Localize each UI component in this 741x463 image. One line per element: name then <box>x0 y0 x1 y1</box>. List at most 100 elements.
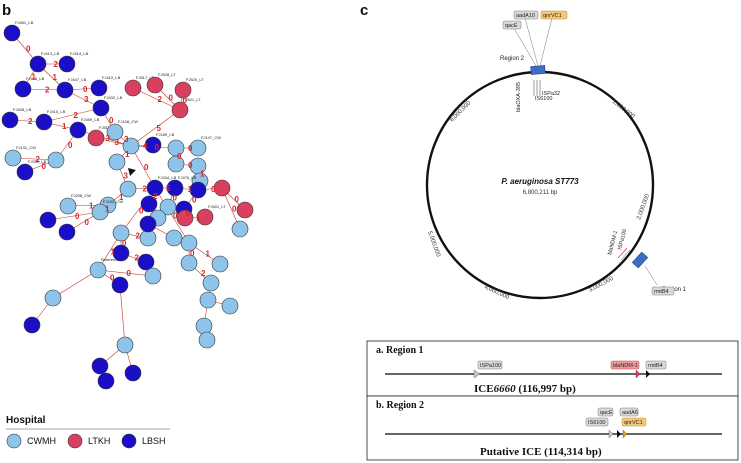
network-node-circle <box>122 137 140 155</box>
network-edge-label: 0 <box>169 94 174 103</box>
network-edge-label: 2 <box>201 269 206 278</box>
network-node: FJ432_LB <box>92 95 123 117</box>
network-node-label: FJ520_LT <box>186 77 204 82</box>
network-node-circle <box>202 274 220 292</box>
network-edge-label: 0 <box>127 269 132 278</box>
panel-c-letter: c <box>360 2 368 19</box>
network-edge-label: 0 <box>109 116 114 125</box>
tag-rmtb4: rmtB4 <box>654 289 669 295</box>
network-node-label: Reference <box>101 257 120 262</box>
network-node <box>112 244 130 262</box>
legend-swatch-cwmh <box>6 433 22 449</box>
network-node-circle <box>139 215 157 233</box>
network-node <box>137 253 155 271</box>
network-node-circle <box>116 336 134 354</box>
network-node <box>236 201 254 219</box>
network-edge-label: 2 <box>36 155 41 164</box>
network-edge-label: 0 <box>177 152 182 161</box>
network-node-circle <box>236 201 254 219</box>
region-2-label: Region 2 <box>500 56 525 62</box>
network-edge-label: 0 <box>186 210 191 219</box>
network-node-circle <box>176 209 194 227</box>
network-node-label: FJ413_LB <box>41 51 60 56</box>
network-node-circle <box>211 255 229 273</box>
network-node-circle <box>108 153 126 171</box>
network-edge-label: 0 <box>75 212 80 221</box>
network-node-label: FJ208_CW <box>71 193 91 198</box>
network-node <box>176 209 194 227</box>
network-edge-label: 0 <box>190 249 195 258</box>
network-node <box>231 220 249 238</box>
network-node-label: FJ461_LB <box>15 20 34 25</box>
network-node: FJ416_LB <box>14 76 45 98</box>
tag-qace: qacE <box>505 23 518 29</box>
network-node-circle <box>69 121 87 139</box>
network-node <box>167 155 185 173</box>
network-node-circle <box>56 81 74 99</box>
legend-title: Hospital <box>6 415 46 426</box>
network-node <box>139 215 157 233</box>
network-node-label: FJ330_LB <box>28 159 47 164</box>
network-node: FJ517_LT <box>124 75 154 97</box>
network-node-circle <box>165 229 183 247</box>
network-node-circle <box>137 253 155 271</box>
network-edge-label: 0 <box>192 196 197 205</box>
network-node-circle <box>111 276 129 294</box>
network-node-circle <box>144 267 162 285</box>
hospital-legend: Hospital CWMH LTKH LBSH <box>6 415 170 449</box>
network-node: FJ189_LB <box>144 132 175 154</box>
network-node-circle <box>195 317 213 335</box>
network-edge-label: 0 <box>188 161 193 170</box>
network-node: FJ520_LT <box>174 77 204 99</box>
network-node-circle <box>167 139 185 157</box>
legend-label-lbsh: LBSH <box>142 436 166 446</box>
genome-map: P. aeruginosa ST773 6,800,211 bp 1,000,0… <box>425 10 687 301</box>
network-node-circle <box>92 99 110 117</box>
region-2-marker <box>530 65 546 75</box>
network-edge-label: 3 <box>115 138 120 147</box>
network-node-circle <box>106 123 124 141</box>
network-node <box>198 331 216 349</box>
network-node-label: FJ410_LB <box>102 75 121 80</box>
network-node-circle <box>97 372 115 390</box>
network-edge-label: 2 <box>54 60 59 69</box>
network-node-circle <box>171 101 189 119</box>
network-node: FJ208_CW <box>59 193 91 215</box>
network-node <box>91 357 109 375</box>
region-1-box: a. Region 1 ISPa100 blaNDM-1 rmtB4 ICE66… <box>366 340 739 397</box>
network-node-circle <box>221 297 239 315</box>
network-edge-label: 0 <box>139 207 144 216</box>
network-edge-label: 0 <box>211 185 216 194</box>
network-node <box>199 291 217 309</box>
network-node: FJ434_LB <box>146 175 177 197</box>
region-1-box-title: a. Region 1 <box>376 345 424 356</box>
blandm-arrow-icon <box>635 369 641 379</box>
network-node-circle <box>39 211 57 229</box>
network-node-label: FJ189_LB <box>156 132 175 137</box>
gene-ispa100: ISPa100 <box>617 229 628 251</box>
network-node-label: FJ108_CW <box>118 119 138 124</box>
network-node-circle <box>167 155 185 173</box>
network-node-circle <box>58 55 76 73</box>
network-node <box>97 372 115 390</box>
network-node-circle <box>180 234 198 252</box>
network-node-circle <box>23 316 41 334</box>
network-edge-label: 0 <box>232 205 237 214</box>
legend-swatch-ltkh <box>67 433 83 449</box>
network-edge-label: 0 <box>173 212 178 221</box>
network-node-circle <box>1 111 19 129</box>
network-node-label: FJ416_LB <box>26 76 45 81</box>
network-node-circle <box>139 229 157 247</box>
network-node-label: FJ131_CW <box>16 145 36 150</box>
box-a-tag-blandm: blaNDM-1 <box>613 363 638 369</box>
network-node-circle <box>59 197 77 215</box>
network-node-circle <box>146 76 164 94</box>
rmtb4-arrow-icon <box>646 370 650 378</box>
organism-name: P. aeruginosa ST773 <box>501 177 579 186</box>
network-node <box>119 180 137 198</box>
network-node-label: FJ528_LT <box>158 72 176 77</box>
gene-ispa32: ISPa32 <box>542 91 560 97</box>
network-edge <box>52 269 99 299</box>
